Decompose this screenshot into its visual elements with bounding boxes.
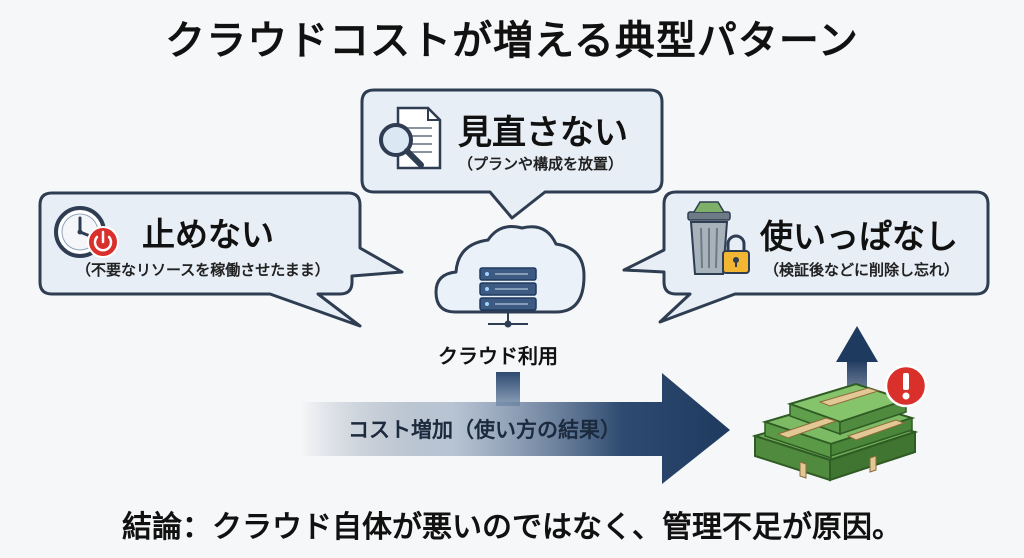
trash-can-icon bbox=[687, 201, 731, 275]
cost-increase-label: コスト増加（使い方の結果） bbox=[348, 418, 621, 442]
power-icon bbox=[87, 226, 119, 258]
padlock-icon bbox=[722, 234, 750, 274]
bubble-center-subtitle: （プランや構成を放置） bbox=[458, 155, 624, 173]
cloud-server-icon bbox=[434, 225, 586, 328]
page-title: クラウドコストが増える典型パターン bbox=[165, 18, 859, 64]
bubble-left-subtitle: （不要なリソースを稼働させたまま） bbox=[76, 261, 330, 279]
bubble-left bbox=[38, 191, 404, 328]
magnifier-document-icon bbox=[379, 106, 442, 170]
conclusion-text: 結論：クラウド自体が悪いのではなく、管理不足が原因。 bbox=[122, 510, 902, 545]
bubble-right-title: 使いっぱなし bbox=[760, 217, 958, 256]
cloud-usage-label: クラウド利用 bbox=[438, 344, 558, 368]
bubble-left-title: 止めない bbox=[142, 215, 274, 254]
money-stack-icon bbox=[751, 382, 919, 482]
bubble-center-title: 見直さない bbox=[458, 113, 628, 153]
cost-increase-arrow bbox=[300, 373, 730, 484]
arrow-stem bbox=[496, 372, 520, 406]
alert-icon bbox=[884, 364, 928, 408]
bubble-right-subtitle: （検証後などに削除し忘れ） bbox=[764, 261, 960, 279]
